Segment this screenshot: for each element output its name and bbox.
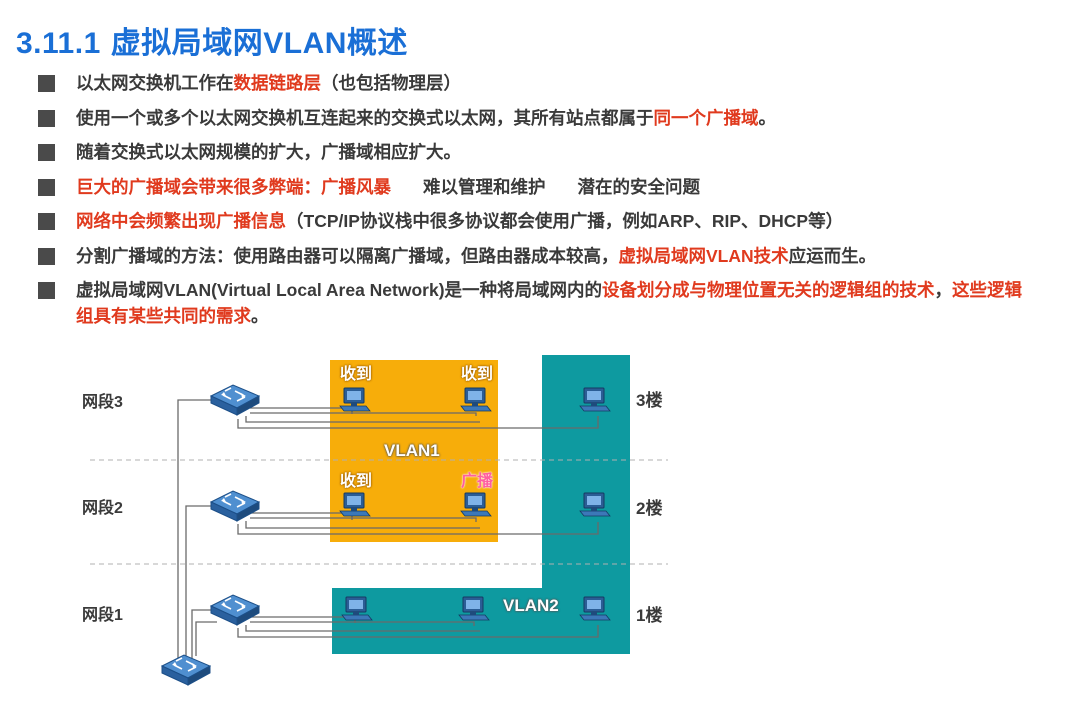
vlan1-label: VLAN1	[384, 441, 440, 460]
segment-label-1: 网段1	[82, 607, 123, 624]
switch-icon-segment2	[210, 490, 260, 522]
bullet-item: 网络中会频繁出现广播信息（TCP/IP协议栈中很多协议都会使用广播，例如ARP、…	[38, 208, 1038, 234]
bullet-text: 以太网交换机工作在	[76, 73, 234, 93]
section-title: 虚拟局域网VLAN概述	[110, 27, 408, 60]
tag-received-3-left: 收到	[340, 366, 373, 383]
highlight-text: 这些逻辑组具有某些共同的需求	[76, 280, 1023, 326]
floor-label-3: 3楼	[636, 391, 663, 410]
core-switch-icon	[161, 654, 211, 686]
bullet-item: 虚拟局域网VLAN(Virtual Local Area Network)是一种…	[38, 277, 1038, 329]
tag-received-2-left: 收到	[340, 473, 373, 490]
highlight-text: 数据链路层	[233, 73, 322, 93]
bullet-square-icon	[38, 178, 55, 196]
bullet-text: 随着交换式以太网规模的扩大，广播域相应扩大。	[76, 142, 461, 162]
bullet-text: 难以管理和维护	[423, 176, 546, 197]
bullet-square-icon	[38, 75, 55, 92]
cables	[177, 399, 599, 665]
bullet-text: 潜在的安全问题	[577, 176, 701, 197]
highlight-text: 同一个广播域	[653, 107, 759, 128]
bullet-text: 使用一个或多个以太网交换机互连起来的交换式以太网，其所有站点都属于	[76, 107, 654, 128]
bullet-text: 虚拟局域网VLAN(Virtual Local Area Network)是一种…	[76, 280, 603, 300]
page-title: 3.11.1 虚拟局域网VLAN概述	[16, 18, 408, 62]
vlan-diagram-svg	[90, 355, 668, 686]
bullet-item: 使用一个或多个以太网交换机互连起来的交换式以太网，其所有站点都属于同一个广播域。	[38, 105, 1038, 131]
switch-icon-segment1	[210, 594, 260, 626]
highlight-text: 广播风暴	[321, 176, 391, 197]
bullet-text: 分割广播域的方法：使用路由器可以隔离广播域，但路由器成本较高，	[76, 245, 619, 266]
bullet-item: 分割广播域的方法：使用路由器可以隔离广播域，但路由器成本较高，虚拟局域网VLAN…	[38, 243, 1038, 269]
bullet-square-icon	[38, 109, 55, 127]
switch-icon-segment3	[210, 384, 260, 416]
highlight-text: 设备划分成与物理位置无关的逻辑组的技术	[602, 280, 935, 300]
bullet-text: ，	[934, 280, 953, 300]
bullet-item: 巨大的广播域会带来很多弊端：广播风暴 难以管理和维护 潜在的安全问题	[38, 174, 1038, 200]
segment-label-2: 网段2	[82, 500, 123, 517]
tag-broadcast: 广播	[461, 473, 494, 490]
bullet-text: 。	[758, 107, 777, 128]
tag-received-3-mid: 收到	[461, 366, 494, 383]
bullet-text: （TCP/IP协议栈中很多协议都会使用广播，例如ARP、RIP、DHCP等）	[286, 211, 844, 231]
bullet-item: 随着交换式以太网规模的扩大，广播域相应扩大。	[38, 139, 1038, 165]
bullet-text: （也包括物理层）	[321, 73, 461, 93]
vlan2-area	[332, 355, 630, 654]
vlan2-label: VLAN2	[503, 596, 559, 615]
highlight-text: 虚拟局域网VLAN技术	[618, 245, 789, 266]
bullet-list: 以太网交换机工作在数据链路层（也包括物理层） 使用一个或多个以太网交换机互连起来的…	[38, 70, 1038, 338]
section-number: 3.11.1	[16, 27, 101, 60]
bullet-square-icon	[38, 282, 55, 299]
bullet-square-icon	[38, 213, 55, 230]
vlan-diagram: 网段3 网段2 网段1 3楼 2楼 1楼 收到 收到 收到 广播 VLAN1 V…	[0, 340, 1080, 698]
bullet-square-icon	[38, 144, 55, 161]
segment-label-3: 网段3	[82, 394, 123, 411]
floor-label-1: 1楼	[636, 606, 663, 625]
bullet-square-icon	[38, 247, 55, 265]
bullet-item: 以太网交换机工作在数据链路层（也包括物理层）	[38, 70, 1038, 96]
highlight-text: 巨大的广播域会带来很多弊端：	[76, 176, 321, 197]
highlight-text: 网络中会频繁出现广播信息	[76, 211, 286, 231]
bullet-text: 应运而生。	[788, 245, 877, 266]
bullet-text: 。	[251, 306, 269, 326]
floor-label-2: 2楼	[636, 499, 663, 518]
